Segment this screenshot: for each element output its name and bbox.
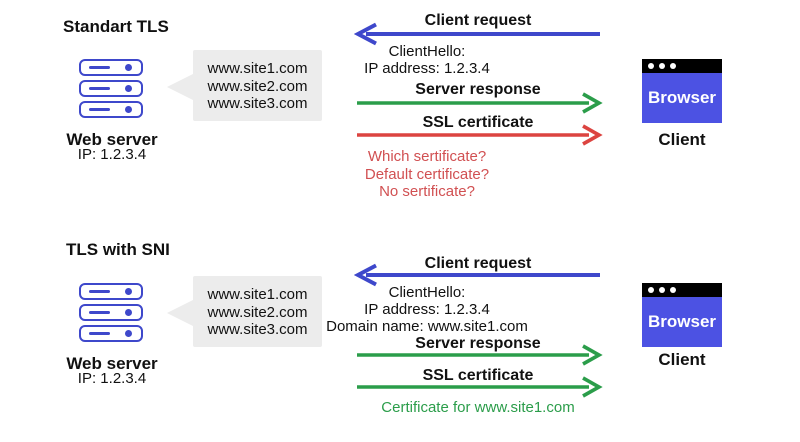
rack-dash bbox=[89, 87, 110, 90]
rack-led-dot bbox=[125, 106, 132, 113]
web-server-label: Web server bbox=[66, 130, 158, 149]
hello-line: IP address: 1.2.3.4 bbox=[364, 60, 490, 77]
question-line: No sertificate? bbox=[379, 183, 475, 200]
rack-dash bbox=[89, 332, 110, 335]
rack-led-dot bbox=[125, 309, 132, 316]
rack-led-dot bbox=[125, 64, 132, 71]
question-line: Which sertificate? bbox=[367, 148, 487, 165]
bubble-tail bbox=[167, 74, 193, 100]
question-line: Default certificate? bbox=[364, 165, 490, 183]
window-dot-icon bbox=[659, 63, 665, 69]
hosted-site: www.site2.com bbox=[207, 303, 308, 321]
hello-line: ClientHello: bbox=[388, 284, 466, 301]
hello-line: ClientHello: bbox=[388, 43, 466, 60]
window-dot-icon bbox=[648, 63, 654, 69]
browser-titlebar bbox=[642, 59, 722, 73]
hosted-site: www.site1.com bbox=[207, 286, 308, 304]
hosted-site: www.site3.com bbox=[207, 95, 308, 113]
hosted-site: www.site1.com bbox=[207, 60, 308, 78]
window-dot-icon bbox=[659, 287, 665, 293]
bubble-tail bbox=[167, 300, 193, 326]
client-hello-block: ClientHello: IP address: 1.2.3.4 bbox=[327, 43, 527, 77]
client-request-label: Client request bbox=[424, 255, 532, 272]
server-rack-row bbox=[79, 283, 143, 300]
hosted-sites-bubble: www.site1.com www.site2.com www.site3.co… bbox=[167, 276, 322, 347]
server-response-arrow bbox=[357, 92, 603, 114]
rack-dash bbox=[89, 311, 110, 314]
rack-dash bbox=[89, 108, 110, 111]
web-server-label: Web server bbox=[66, 354, 158, 373]
section-title-standard-tls: Standart TLS bbox=[63, 17, 169, 36]
client-label: Client bbox=[658, 350, 706, 369]
window-dot-icon bbox=[670, 287, 676, 293]
hosted-site: www.site3.com bbox=[207, 321, 308, 339]
browser-titlebar bbox=[642, 283, 722, 297]
server-rack-row bbox=[79, 304, 143, 321]
server-rack-row bbox=[79, 101, 143, 118]
section-title-tls-sni: TLS with SNI bbox=[66, 240, 170, 259]
browser-window-icon: Browser bbox=[642, 59, 722, 123]
server-rack-row bbox=[79, 80, 143, 97]
client-hello-block: ClientHello: IP address: 1.2.3.4 Domain … bbox=[317, 284, 537, 335]
rack-led-dot bbox=[125, 85, 132, 92]
window-dot-icon bbox=[670, 63, 676, 69]
hello-line: Domain name: www.site1.com bbox=[326, 318, 528, 335]
web-server-icon bbox=[79, 283, 143, 346]
web-server-icon bbox=[79, 59, 143, 122]
client-request-label: Client request bbox=[424, 12, 532, 29]
client-label: Client bbox=[658, 130, 706, 149]
server-rack-row bbox=[79, 325, 143, 342]
web-server-ip: IP: 1.2.3.4 bbox=[77, 370, 147, 387]
hello-line: IP address: 1.2.3.4 bbox=[364, 301, 490, 318]
browser-label: Browser bbox=[642, 297, 722, 347]
hosted-site: www.site2.com bbox=[207, 77, 308, 95]
hosted-sites-bubble: www.site1.com www.site2.com www.site3.co… bbox=[167, 50, 322, 121]
ssl-certificate-arrow bbox=[357, 376, 603, 398]
certificate-questions: Which sertificate? Default certificate? … bbox=[327, 148, 527, 201]
ssl-certificate-arrow bbox=[357, 124, 603, 146]
client-request-arrow bbox=[354, 22, 600, 46]
result-line: Certificate for www.site1.com bbox=[381, 399, 575, 416]
server-response-label: Server response bbox=[415, 81, 541, 98]
web-server-ip: IP: 1.2.3.4 bbox=[77, 146, 147, 163]
certificate-result: Certificate for www.site1.com bbox=[355, 399, 601, 416]
ssl-certificate-label: SSL certificate bbox=[422, 367, 534, 384]
rack-led-dot bbox=[125, 330, 132, 337]
server-response-label: Server response bbox=[415, 335, 541, 352]
rack-dash bbox=[89, 290, 110, 293]
rack-dash bbox=[89, 66, 110, 69]
rack-led-dot bbox=[125, 288, 132, 295]
browser-window-icon: Browser bbox=[642, 283, 722, 347]
server-response-arrow bbox=[357, 344, 603, 366]
window-dot-icon bbox=[648, 287, 654, 293]
server-rack-row bbox=[79, 59, 143, 76]
client-request-arrow bbox=[354, 263, 600, 287]
browser-label: Browser bbox=[642, 73, 722, 123]
ssl-certificate-label: SSL certificate bbox=[422, 114, 534, 131]
